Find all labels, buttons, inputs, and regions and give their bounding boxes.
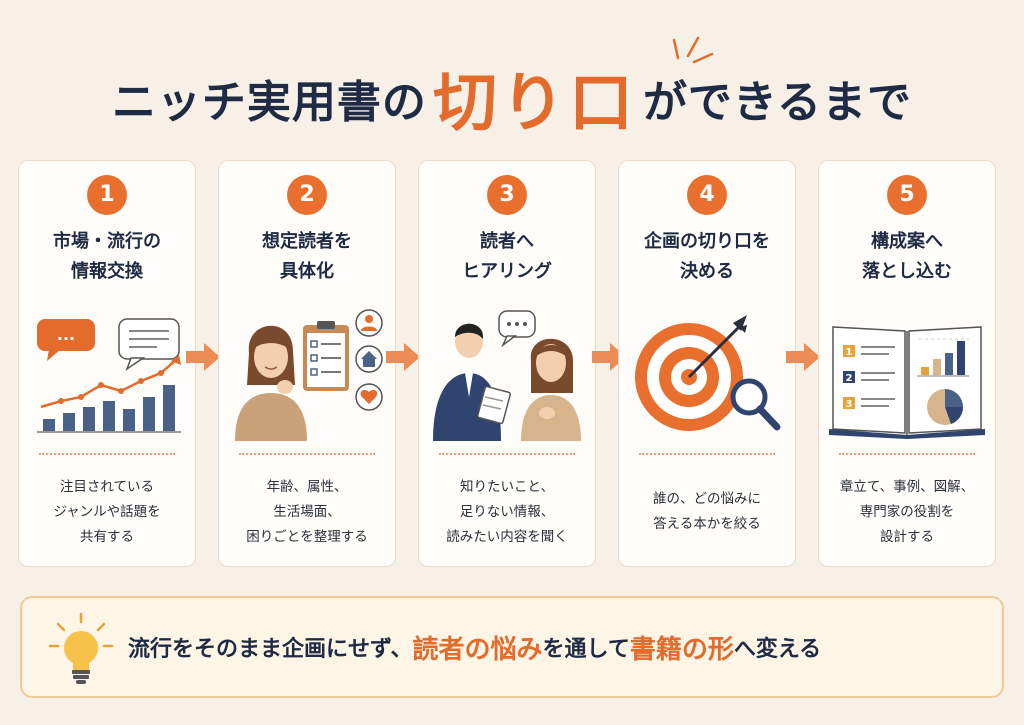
target-illustration [635, 315, 781, 431]
woman-thinking-icon [235, 325, 307, 441]
summary-highlight-1: 読者の悩み [412, 634, 543, 665]
step-description: 知りたいこと、 足りない情報、 読みたい内容を聞く [446, 478, 568, 545]
lightbulb-icon [48, 612, 114, 684]
person-icon [355, 309, 383, 337]
step-description: 章立て、事例、図解、 専門家の役割を 設計する [839, 478, 975, 545]
chat-bubble-text: ... [57, 325, 75, 344]
speech-bubble-icon [498, 310, 536, 348]
step-title: 読者へ ヒアリング [462, 231, 552, 282]
step-description: 注目されている ジャンルや話題を 共有する [53, 478, 161, 545]
divider [639, 453, 775, 455]
chapter-number: 3 [846, 399, 853, 410]
man-interviewer-icon [433, 323, 511, 441]
step-number: 1 [87, 175, 127, 215]
chapter-number: 1 [846, 347, 853, 358]
step-description: 誰の、どの悩みに 答える本かを絞る [653, 491, 761, 532]
step-title: 想定読者を 具体化 [262, 231, 352, 282]
summary-part-5: へ変える [733, 637, 822, 662]
open-book-illustration: 1 2 3 [829, 326, 985, 439]
arrow-icon [687, 315, 747, 379]
summary-banner: 流行をそのまま企画にせず、読者の悩みを通して書籍の形へ変える [20, 596, 1004, 698]
heart-icon [355, 383, 383, 411]
summary-part-3: を通して [542, 637, 630, 662]
step-number: 5 [887, 175, 927, 215]
sparkle-icon [672, 36, 714, 64]
divider [839, 453, 975, 455]
clipboard-checklist-icon [303, 321, 349, 391]
summary-highlight-2: 書籍の形 [629, 634, 734, 665]
divider [239, 453, 375, 455]
notepad-icon [477, 385, 511, 425]
interview-illustration [433, 310, 581, 441]
title-suffix: ができるまで [642, 77, 913, 128]
chapter-list: 1 2 3 [843, 345, 895, 410]
arrow-right-icon [386, 343, 420, 371]
step-card-1: 1 市場・流行の 情報交換 ... [18, 160, 196, 567]
arrow-right-icon [786, 343, 820, 371]
mini-bar-chart-icon [917, 338, 969, 377]
step-card-2: 2 想定読者を 具体化 [218, 160, 396, 567]
persona-illustration [235, 309, 383, 441]
bar-chart-icon [37, 355, 181, 433]
summary-part-1: 流行をそのまま企画にせず、 [128, 637, 413, 662]
message-bubble-icon [118, 318, 180, 371]
step-title: 企画の切り口を 決める [644, 231, 770, 282]
step-card-4: 4 企画の切り口を 決める 誰の、どの悩みに 答える本かを絞る [618, 160, 796, 567]
arrow-right-icon [592, 343, 626, 371]
divider [439, 453, 575, 455]
divider [39, 453, 175, 455]
magnifier-icon [730, 378, 781, 431]
step-number: 3 [487, 175, 527, 215]
home-icon [355, 345, 383, 373]
step-title: 構成案へ 落とし込む [862, 231, 952, 282]
title-highlight: 切り口 [432, 67, 637, 141]
page-title: ニッチ実用書の切り口ができるまで [0, 52, 1024, 162]
chat-bubble-icon: ... [37, 319, 95, 361]
pie-chart-icon [927, 389, 963, 425]
chat-chart-illustration: ... [37, 318, 181, 433]
title-prefix: ニッチ実用書の [111, 77, 427, 128]
step-description: 年齢、属性、 生活場面、 困りごとを整理する [246, 478, 368, 545]
chapter-number: 2 [846, 373, 853, 384]
woman-respondent-icon [521, 338, 581, 441]
step-title: 市場・流行の 情報交換 [53, 231, 161, 282]
step-card-5: 5 構成案へ 落とし込む 1 2 3 [818, 160, 996, 567]
summary-text: 流行をそのまま企画にせず、読者の悩みを通して書籍の形へ変える [128, 598, 988, 696]
step-number: 4 [687, 175, 727, 215]
step-card-3: 3 読者へ ヒアリング 知りたいこと、 足りない情報、 読みたい [418, 160, 596, 567]
arrow-right-icon [186, 343, 220, 371]
step-number: 2 [287, 175, 327, 215]
